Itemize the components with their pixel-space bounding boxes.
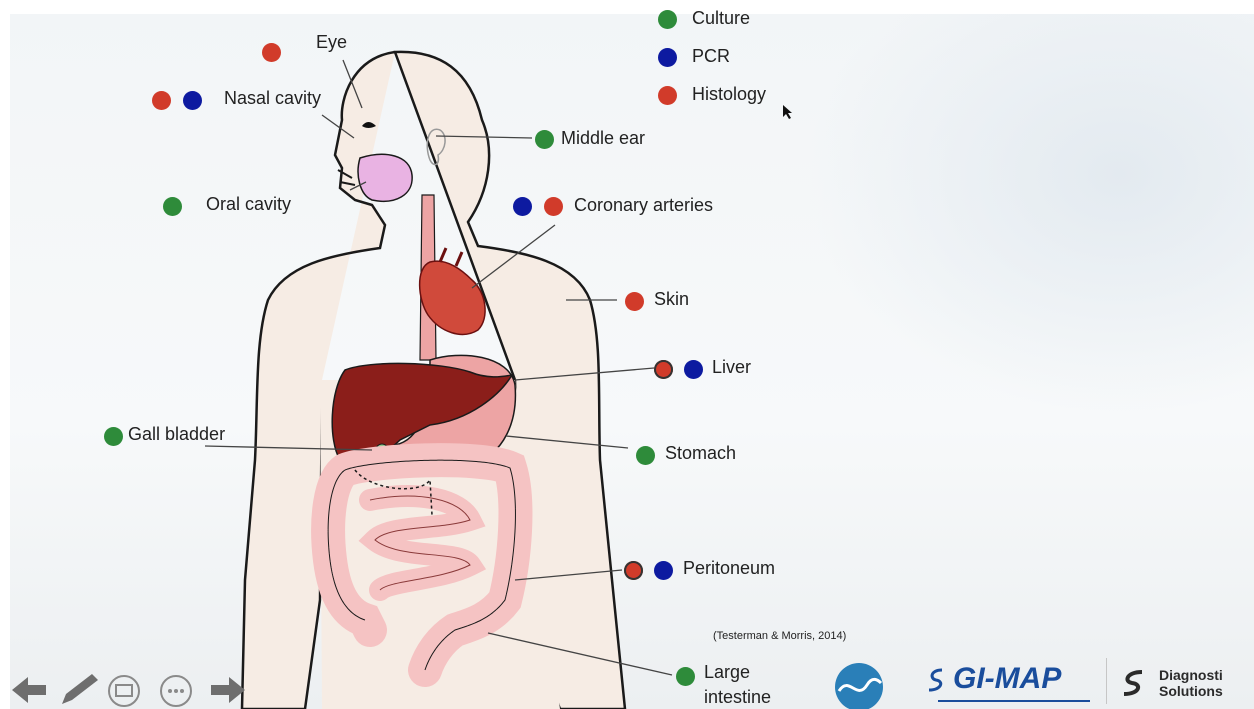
more-icon[interactable] xyxy=(159,674,193,708)
coronary-histology-dot xyxy=(544,197,563,216)
forward-arrow-icon[interactable] xyxy=(207,674,247,706)
legend-histology-label: Histology xyxy=(692,84,766,105)
peritoneum-pcr-dot xyxy=(654,561,673,580)
legend-pcr-dot xyxy=(658,48,677,67)
peritoneum-histology-dot xyxy=(624,561,643,580)
gimap-underline xyxy=(938,700,1090,702)
gimap-logo-text: GI-MAP xyxy=(953,662,1061,696)
citation: (Testerman & Morris, 2014) xyxy=(713,630,846,642)
oral-cavity-label: Oral cavity xyxy=(206,194,291,215)
middle-ear-culture-dot xyxy=(535,130,554,149)
slides-icon[interactable] xyxy=(107,674,141,708)
legend-histology-dot xyxy=(658,86,677,105)
nasal-cavity-label: Nasal cavity xyxy=(224,88,321,109)
back-arrow-icon[interactable] xyxy=(10,674,50,706)
oral-cavity-shape xyxy=(358,154,412,201)
eye-label: Eye xyxy=(316,32,347,53)
diagnostic-solutions-line1: Diagnosti xyxy=(1159,667,1223,683)
skin-label: Skin xyxy=(654,289,689,310)
liver-pcr-dot xyxy=(684,360,703,379)
diagnostic-solutions-mark-icon xyxy=(1118,668,1148,698)
oral-culture-dot xyxy=(163,197,182,216)
legend-culture-label: Culture xyxy=(692,8,750,29)
stomach-label: Stomach xyxy=(665,443,736,464)
middle-ear-label: Middle ear xyxy=(561,128,645,149)
peritoneum-label: Peritoneum xyxy=(683,558,775,579)
large-intestine-label-line2: intestine xyxy=(704,687,771,708)
diagnostic-solutions-line2: Solutions xyxy=(1159,683,1223,699)
legend-culture-dot xyxy=(658,10,677,29)
gallbladder-culture-dot xyxy=(104,427,123,446)
eye-histology-dot xyxy=(262,43,281,62)
legend-pcr-label: PCR xyxy=(692,46,730,67)
skin-histology-dot xyxy=(625,292,644,311)
mouse-cursor-icon xyxy=(782,104,794,120)
pen-icon[interactable] xyxy=(58,670,102,708)
logo-divider xyxy=(1106,658,1107,704)
coronary-arteries-label: Coronary arteries xyxy=(574,195,713,216)
coronary-pcr-dot xyxy=(513,197,532,216)
liver-histology-dot xyxy=(654,360,673,379)
large-intestine-culture-dot xyxy=(676,667,695,686)
nasal-histology-dot xyxy=(152,91,171,110)
liver-label: Liver xyxy=(712,357,751,378)
large-intestine-label-line1: Large xyxy=(704,662,750,683)
gall-bladder-label: Gall bladder xyxy=(128,424,225,445)
nasal-pcr-dot xyxy=(183,91,202,110)
dna-logo-icon xyxy=(833,661,885,709)
gimap-mark-icon xyxy=(924,667,948,693)
stomach-culture-dot xyxy=(636,446,655,465)
